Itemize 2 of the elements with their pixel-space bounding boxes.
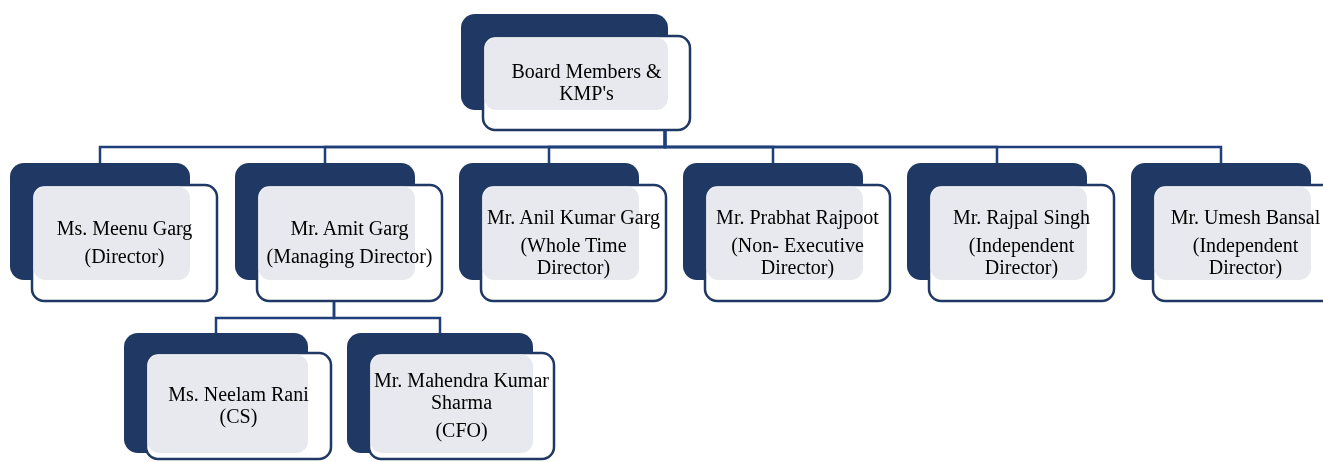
- connector-line: [663, 130, 1223, 163]
- connector-line: [332, 301, 442, 333]
